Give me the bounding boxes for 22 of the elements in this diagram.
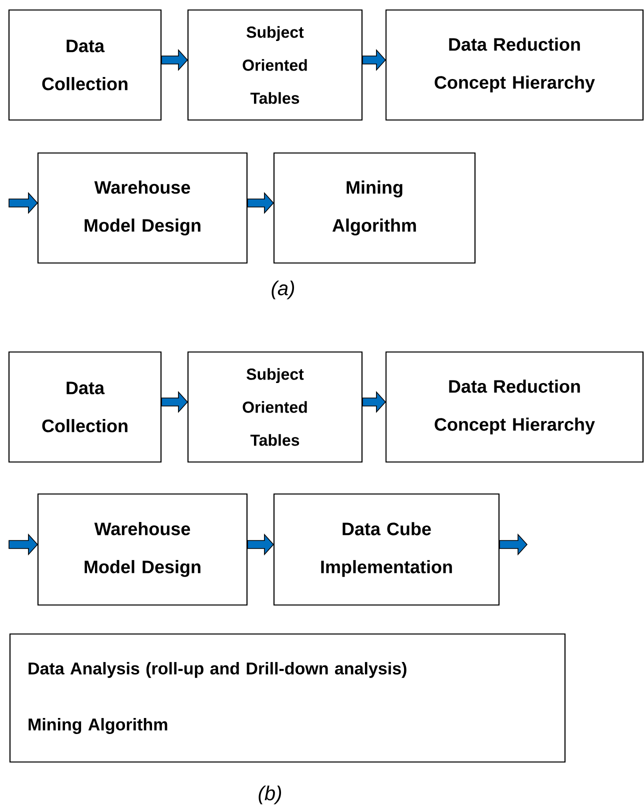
panel-label: (a) (272, 280, 294, 300)
process-box: Warehouse Model Design (37, 152, 248, 264)
process-box: Mining Algorithm (273, 152, 476, 264)
block-arrow (362, 48, 386, 72)
process-box: Subject Oriented Tables (187, 9, 363, 121)
text-box: Data Analysis (roll-up and Drill-down analysis) Mining Algorithm (9, 633, 566, 763)
process-box: Data Collection (8, 351, 162, 463)
process-box: Data Reduction Concept Hierarchy (385, 351, 644, 463)
panel-label: (b) (258, 786, 282, 804)
block-arrow (161, 390, 188, 414)
block-arrow (8, 533, 38, 556)
process-box: Data Collection (8, 9, 162, 121)
block-arrow (499, 533, 528, 556)
block-arrow (161, 48, 188, 72)
process-box: Data Reduction Concept Hierarchy (385, 9, 644, 121)
block-arrow (8, 192, 38, 214)
process-box: Warehouse Model Design (37, 493, 248, 606)
block-arrow (247, 192, 274, 214)
block-arrow (247, 533, 274, 556)
process-box: Data Cube Implementation (273, 493, 500, 606)
process-box: Subject Oriented Tables (187, 351, 363, 463)
block-arrow (362, 390, 386, 414)
